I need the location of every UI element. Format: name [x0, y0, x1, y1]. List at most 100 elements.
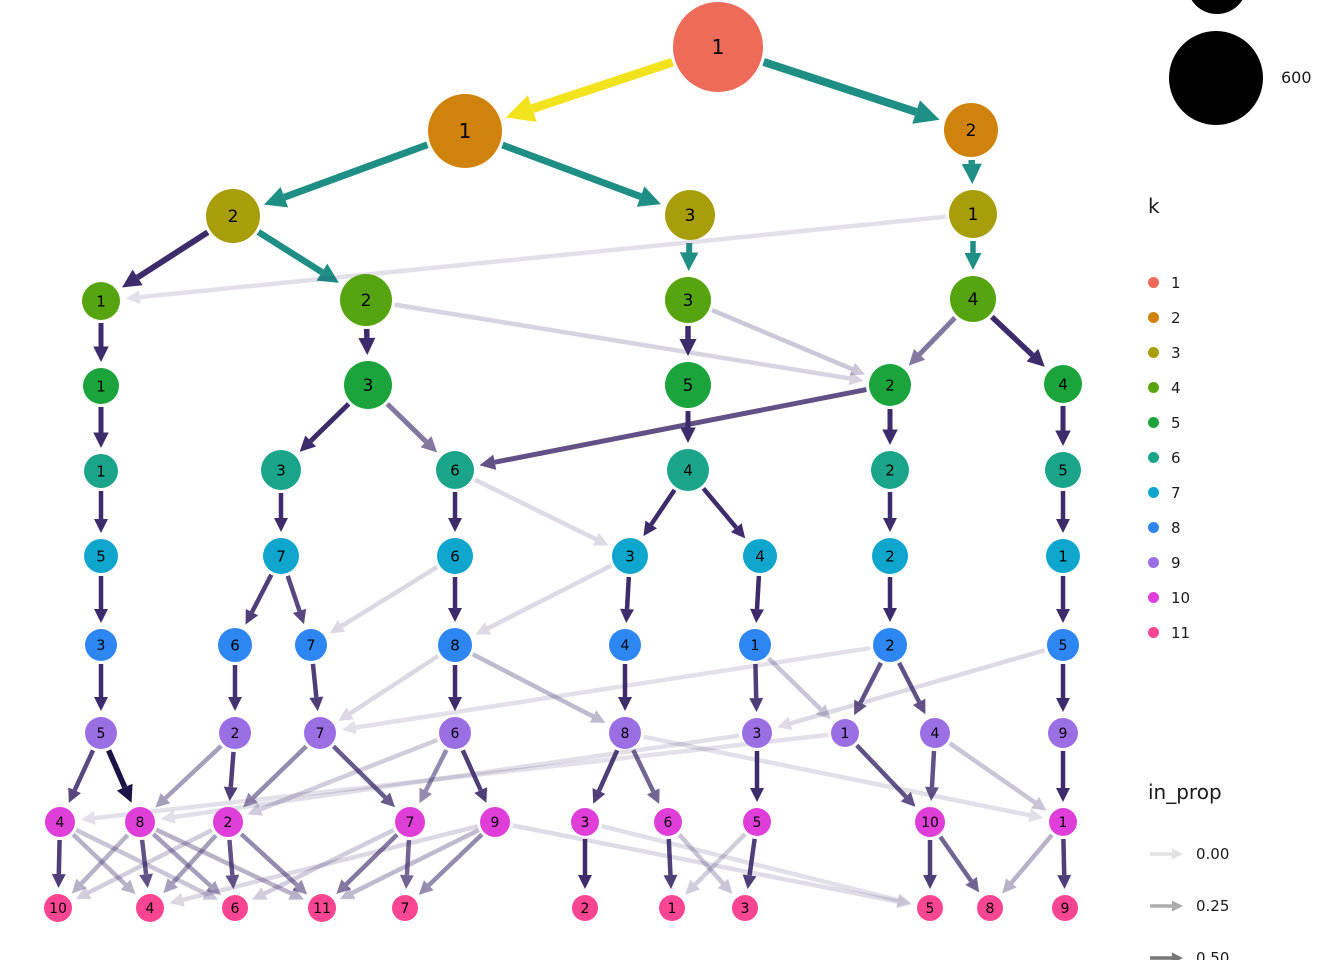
- node-label: 6: [450, 547, 460, 565]
- node-label: 9: [1059, 726, 1068, 742]
- k-legend-dot-icon: [1148, 627, 1159, 638]
- node-k8-c2: 2: [873, 628, 907, 662]
- edge-7-3-to-8-4: [620, 576, 634, 624]
- size-legend-value: 600: [1281, 68, 1312, 87]
- edge-9-6-to-10-9: [460, 749, 488, 803]
- k-legend-item-11: 11: [1148, 615, 1190, 650]
- edge-7-1-to-8-5: [1056, 576, 1070, 623]
- edge-9-8-to-10-6: [631, 749, 660, 804]
- node-label: 4: [56, 815, 65, 831]
- node-label: 2: [885, 547, 895, 565]
- edge-4-3-to-5-2: [711, 308, 866, 376]
- node-k11-c5: 5: [917, 895, 943, 921]
- k-legend-dot-icon: [1148, 312, 1159, 323]
- node-label: 3: [363, 376, 374, 396]
- inprop-legend-title: in_prop: [1148, 780, 1222, 804]
- k-legend-item-7: 7: [1148, 475, 1190, 510]
- k-legend-item-1: 1: [1148, 265, 1190, 300]
- edge-9-3-to-10-5: [750, 751, 764, 802]
- k-legend-title: k: [1148, 194, 1160, 218]
- edge-8-3-to-9-5: [94, 664, 108, 711]
- edge-6-1-to-7-5: [94, 491, 108, 533]
- node-k11-c7: 7: [392, 895, 418, 921]
- edge-7-6-to-8-7: [329, 565, 439, 634]
- edge-10-5-to-11-3: [742, 838, 757, 890]
- node-label: 3: [683, 291, 694, 311]
- node-k10-c3: 3: [571, 808, 599, 836]
- edge-7-7-to-8-6: [245, 573, 274, 625]
- k-legend-item-label: 7: [1171, 483, 1181, 502]
- edge-8-2-to-9-4: [897, 661, 926, 715]
- edge-10-9-to-11-7: [418, 832, 484, 895]
- node-label: 3: [625, 547, 635, 565]
- edge-9-4-to-10-10: [924, 750, 939, 802]
- edge-8-8-to-9-7: [338, 654, 440, 721]
- node-k9-c4: 4: [920, 718, 950, 748]
- k-legend-dot-icon: [1148, 557, 1159, 568]
- k-legend-dot-icon: [1148, 487, 1159, 498]
- edge-9-3-to-10-8: [160, 733, 740, 824]
- edge-7-4-to-8-1: [750, 575, 764, 624]
- node-k6-c6: 6: [436, 451, 474, 489]
- node-label: 7: [406, 815, 415, 831]
- node-k10-c7: 7: [395, 807, 425, 837]
- node-label: 3: [753, 726, 762, 742]
- k-legend-dot-icon: [1148, 417, 1159, 428]
- node-k4-c4: 4: [950, 276, 996, 322]
- node-k8-c4: 4: [609, 629, 641, 661]
- node-k9-c6: 6: [439, 717, 471, 749]
- node-k11-c10: 10: [44, 894, 72, 922]
- edge-10-10-to-11-5: [923, 840, 937, 889]
- k-legend-item-5: 5: [1148, 405, 1190, 440]
- node-label: 6: [230, 636, 240, 654]
- edge-9-8-to-10-1: [643, 734, 1044, 823]
- edge-9-7-to-10-2: [243, 744, 308, 808]
- edge-10-2-to-11-4: [163, 833, 218, 894]
- node-k7-c7: 7: [263, 538, 299, 574]
- edge-10-2-to-11-6: [225, 839, 240, 890]
- edge-10-9-to-11-5: [512, 823, 912, 909]
- node-label: 1: [96, 462, 106, 480]
- edge-5-1-to-6-1: [93, 407, 109, 448]
- node-label: 7: [307, 638, 316, 654]
- node-k8-c7: 7: [295, 629, 327, 661]
- node-label: 2: [231, 726, 240, 742]
- node-label: 5: [1058, 461, 1068, 479]
- k-legend-item-10: 10: [1148, 580, 1190, 615]
- node-k11-c11: 11: [308, 894, 336, 922]
- edge-9-6-to-10-2: [247, 737, 439, 816]
- node-k3-c1: 1: [949, 190, 997, 238]
- edge-4-2-to-5-3: [358, 328, 376, 356]
- node-label: 3: [97, 638, 106, 654]
- k-legend-dot-icon: [1148, 347, 1159, 358]
- edge-10-1-to-11-9: [1057, 838, 1072, 890]
- node-k7-c5: 5: [84, 539, 118, 573]
- edge-3-1-to-4-4: [964, 241, 982, 270]
- node-k8-c1: 1: [739, 629, 771, 661]
- edge-8-8-to-9-8: [471, 652, 606, 723]
- edge-10-7-to-11-11: [336, 832, 399, 895]
- edge-4-4-to-5-2: [908, 315, 957, 366]
- inprop-legend-item-0.25: 0.25: [1148, 880, 1229, 932]
- node-label: 7: [401, 901, 410, 917]
- inprop-legend-item-label: 0.50: [1196, 949, 1230, 960]
- node-label: 10: [49, 901, 67, 917]
- edge-8-2-to-9-1: [854, 661, 883, 716]
- node-label: 1: [1059, 815, 1068, 831]
- edge-10-3-to-11-2: [578, 839, 592, 889]
- edge-4-1-to-5-1: [93, 323, 109, 362]
- node-k3-c2: 2: [206, 189, 260, 243]
- k-legend-item-label: 8: [1171, 518, 1181, 537]
- size-legend-circle-600: [1169, 31, 1263, 125]
- edge-9-2-to-10-2: [223, 751, 238, 802]
- inprop-legend-item-label: 0.25: [1196, 897, 1230, 915]
- node-k10-c8: 8: [125, 807, 155, 837]
- node-label: 4: [968, 290, 979, 310]
- edge-10-8-to-11-11: [155, 827, 304, 900]
- edge-10-7-to-11-7: [399, 839, 414, 890]
- node-label: 8: [621, 726, 630, 742]
- node-label: 2: [361, 291, 372, 311]
- k-legend-item-label: 4: [1171, 378, 1181, 397]
- edge-10-9-to-11-4: [169, 824, 479, 907]
- node-k1-c1: 1: [673, 2, 763, 92]
